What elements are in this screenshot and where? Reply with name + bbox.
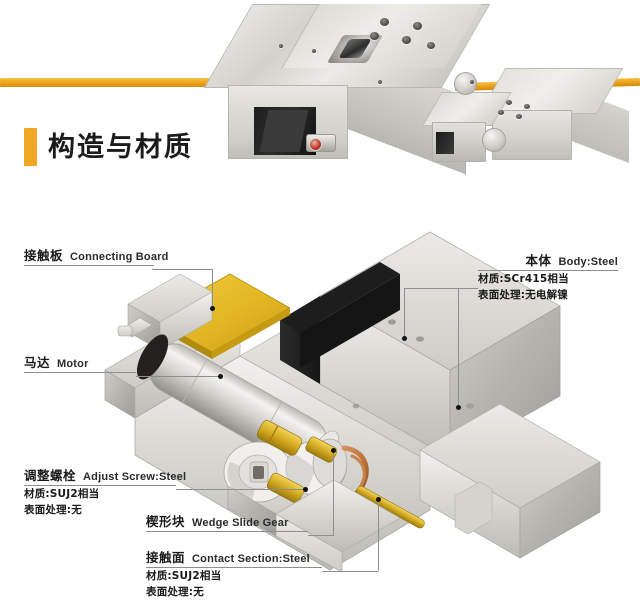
callout-en-label: Contact Section:Steel (192, 553, 310, 565)
callout-en-label: Adjust Screw:Steel (83, 471, 187, 483)
leader-dot-body (402, 336, 407, 341)
callout-cn-label: 马达 (24, 355, 51, 370)
callout-en-label: Wedge Slide Gear (192, 517, 289, 529)
leader-line-body-drop-a (404, 288, 405, 338)
bolt-hole-icon (370, 32, 379, 40)
leader-line-connecting-board-drop (212, 269, 213, 309)
leader-dot-contact-section (376, 497, 381, 502)
leader-line-body-drop-b (458, 288, 459, 408)
callout-en-label: Connecting Board (70, 251, 169, 263)
callout-cn-label: 接触面 (146, 550, 186, 565)
leader-dot-wedge (331, 448, 336, 453)
cutaway-illustration (104, 231, 601, 573)
callout-connecting-board: 接触板 Connecting Board (24, 248, 168, 266)
section-title-text: 构造与材质 (48, 131, 193, 163)
callout-body: 本体 Body:Steel 材质:SCr415相当 表面处理:无电解镍 (478, 253, 618, 303)
callout-surface: 表面处理:无电解镍 (478, 288, 568, 301)
pin-hole-icon (470, 80, 474, 84)
leader-line-body (404, 288, 478, 289)
callout-wedge-slide-gear: 楔形块 Wedge Slide Gear (146, 514, 308, 532)
bolt-hole-icon (524, 104, 530, 109)
bolt-hole-icon (380, 18, 389, 26)
callout-rule (146, 531, 308, 532)
leader-dot-body-secondary (456, 405, 461, 410)
callout-cn-label: 接触板 (24, 248, 64, 263)
leader-line-motor (136, 376, 220, 377)
bolt-hole-icon (506, 100, 512, 105)
leader-line-connecting-board (152, 269, 212, 270)
pin-hole-icon (378, 80, 382, 84)
leader-dot-connecting-board (210, 306, 215, 311)
second-unit-head-notch (436, 132, 454, 154)
callout-en-label: Body:Steel (558, 256, 618, 268)
second-unit-front (492, 110, 572, 160)
pin-hole-icon (279, 44, 283, 48)
bolt-hole-icon (427, 42, 435, 49)
callout-rule (146, 567, 322, 568)
callout-rule (24, 372, 136, 373)
callout-cn-label: 楔形块 (146, 514, 186, 529)
leader-line-contact-section-rise (378, 500, 379, 571)
bolt-hole-icon (413, 22, 422, 30)
callout-en-label: Motor (57, 358, 89, 370)
leader-line-wedge-rise (333, 452, 334, 535)
section-title: 构造与材质 (24, 128, 193, 166)
cutaway-diagram (0, 200, 640, 610)
leader-dot-motor (218, 374, 223, 379)
bolt-hole-icon (516, 114, 522, 119)
callout-motor: 马达 Motor (24, 355, 136, 373)
callout-cn-label: 本体 (525, 253, 552, 268)
product-photo (0, 0, 640, 200)
bolt-hole-icon (402, 36, 411, 44)
callout-material: 材质:SUJ2相当 (146, 570, 222, 582)
end-cap-disc (482, 128, 506, 152)
pin-hole-icon (312, 49, 316, 53)
callout-cn-label: 调整螺栓 (24, 468, 77, 483)
leader-dot-adjust-screw (303, 487, 308, 492)
callout-rule (24, 265, 154, 266)
callout-rule (24, 485, 176, 486)
callout-surface: 表面处理:无 (146, 585, 204, 598)
bolt-hole-icon (498, 110, 504, 115)
leader-line-adjust-screw (176, 489, 306, 490)
leader-line-contact-section (322, 571, 378, 572)
orange-cable-left (0, 78, 310, 87)
leader-line-wedge (308, 535, 334, 536)
connector-red-indicator (309, 138, 322, 151)
callout-surface: 表面处理:无 (24, 503, 82, 516)
callout-contact-section: 接触面 Contact Section:Steel 材质:SUJ2相当 表面处理:… (146, 550, 322, 600)
callout-rule (478, 270, 618, 271)
end-cap-disc (454, 72, 477, 95)
callout-material: 材质:SCr415相当 (478, 273, 569, 285)
title-accent-bar (24, 128, 37, 166)
callout-adjust-screw: 调整螺栓 Adjust Screw:Steel 材质:SUJ2相当 表面处理:无 (24, 468, 186, 518)
callout-material: 材质:SUJ2相当 (24, 488, 100, 500)
